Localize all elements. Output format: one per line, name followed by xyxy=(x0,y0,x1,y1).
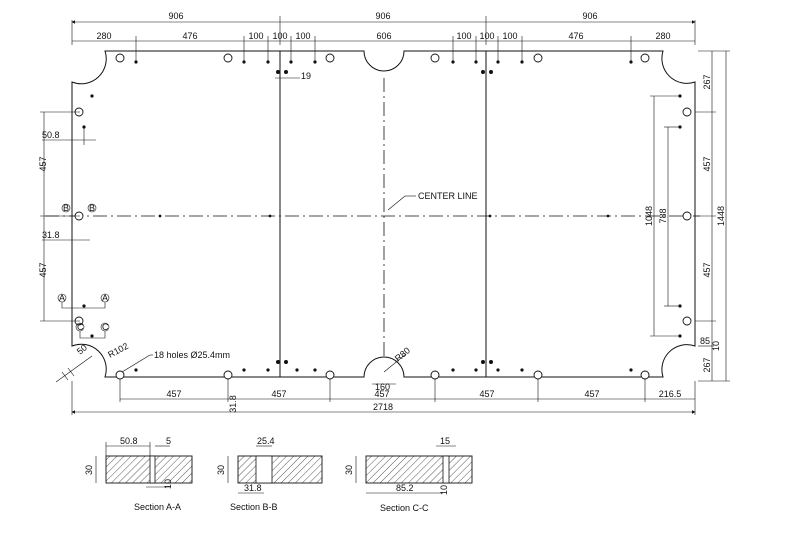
dim-457-b5: 457 xyxy=(584,389,599,399)
right-dimensions: 267 457 1448 457 267 1048 788 85 10 xyxy=(644,50,730,382)
sec-c-height: 30 xyxy=(344,465,354,475)
dim-457-b4: 457 xyxy=(479,389,494,399)
dim-1048: 1048 xyxy=(644,206,654,226)
table-outline xyxy=(45,50,700,378)
sec-a-width: 50.8 xyxy=(120,436,138,446)
sec-b-bottom: 31.8 xyxy=(244,483,262,493)
dim-100-4: 100 xyxy=(456,31,471,41)
right-holes xyxy=(678,94,692,338)
dim-100-2: 100 xyxy=(272,31,287,41)
label-B-1: B xyxy=(63,203,69,213)
sec-c-bottom2: 10 xyxy=(439,485,449,495)
dim-100-6: 100 xyxy=(502,31,517,41)
section-a-caption: Section A-A xyxy=(134,502,181,512)
dim-476-right: 476 xyxy=(568,31,583,41)
section-c-caption: Section C-C xyxy=(380,503,429,513)
label-C-2: C xyxy=(102,322,109,332)
top-holes xyxy=(115,53,650,74)
label-A-1: A xyxy=(59,293,65,303)
radius-102: R102 xyxy=(106,341,130,360)
dim-457-b1: 457 xyxy=(166,389,181,399)
radius-80: R80 xyxy=(393,345,412,363)
dim-457-right-lower: 457 xyxy=(702,262,712,277)
dim-457-b2: 457 xyxy=(271,389,286,399)
sec-a-bottom: 10 xyxy=(163,479,173,489)
sec-a-height: 30 xyxy=(84,465,94,475)
dim-788: 788 xyxy=(658,208,668,223)
dim-267-top: 267 xyxy=(702,74,712,89)
label-B-2: B xyxy=(89,203,95,213)
dim-100-3: 100 xyxy=(295,31,310,41)
dim-267-bottom: 267 xyxy=(702,357,712,372)
dim-31-8-bottom: 31.8 xyxy=(228,395,238,413)
sec-c-bottom: 85.2 xyxy=(396,483,414,493)
sec-c-width: 15 xyxy=(440,436,450,446)
dim-31-8-left: 31.8 xyxy=(42,230,60,240)
dim-100-1: 100 xyxy=(248,31,263,41)
label-C-1: C xyxy=(77,322,84,332)
sec-a-slot: 5 xyxy=(166,436,171,446)
dim-216-5: 216.5 xyxy=(659,389,682,399)
bottom-dimensions: 457 457 457 457 457 216.5 31.8 2718 xyxy=(71,379,696,415)
center-line-label: CENTER LINE xyxy=(418,191,478,201)
dim-457-right-upper: 457 xyxy=(702,156,712,171)
section-a-a: 50.8 5 30 10 Section A-A xyxy=(84,436,193,512)
dim-50-8: 50.8 xyxy=(42,130,60,140)
left-dimensions: 457 457 50.8 31.8 B B A A C C xyxy=(38,111,110,339)
dim-100-5: 100 xyxy=(479,31,494,41)
radius-50: 50 xyxy=(75,342,89,356)
dim-160: 160 xyxy=(375,382,390,392)
dim-10-right: 10 xyxy=(711,341,721,351)
dim-476-left: 476 xyxy=(182,31,197,41)
sec-b-width: 25.4 xyxy=(257,436,275,446)
top-dimensions: 906 906 906 280 476 100 100 100 606 100 … xyxy=(71,11,696,81)
section-b-b: 25.4 30 31.8 Section B-B xyxy=(216,436,323,512)
dim-280-right: 280 xyxy=(655,31,670,41)
section-b-caption: Section B-B xyxy=(230,502,278,512)
sec-b-height: 30 xyxy=(216,465,226,475)
dim-19: 19 xyxy=(301,71,311,81)
holes-note: 18 holes Ø25.4mm xyxy=(154,350,230,360)
section-c-c: 15 30 85.2 10 Section C-C xyxy=(344,436,473,513)
bottom-holes xyxy=(115,360,650,380)
dim-280-left: 280 xyxy=(96,31,111,41)
dim-606: 606 xyxy=(376,31,391,41)
annotations: CENTER LINE 18 holes Ø25.4mm R102 50 R80… xyxy=(55,191,478,392)
dim-906-3: 906 xyxy=(582,11,597,21)
dim-1448: 1448 xyxy=(716,206,726,226)
dim-85: 85 xyxy=(700,336,710,346)
dim-906-1: 906 xyxy=(168,11,183,21)
dim-457-left-upper: 457 xyxy=(38,156,48,171)
dim-2718: 2718 xyxy=(373,402,393,412)
dim-457-left-lower: 457 xyxy=(38,262,48,277)
label-A-2: A xyxy=(102,293,108,303)
dim-457-b3: 457 xyxy=(374,389,389,399)
dim-906-2: 906 xyxy=(375,11,390,21)
